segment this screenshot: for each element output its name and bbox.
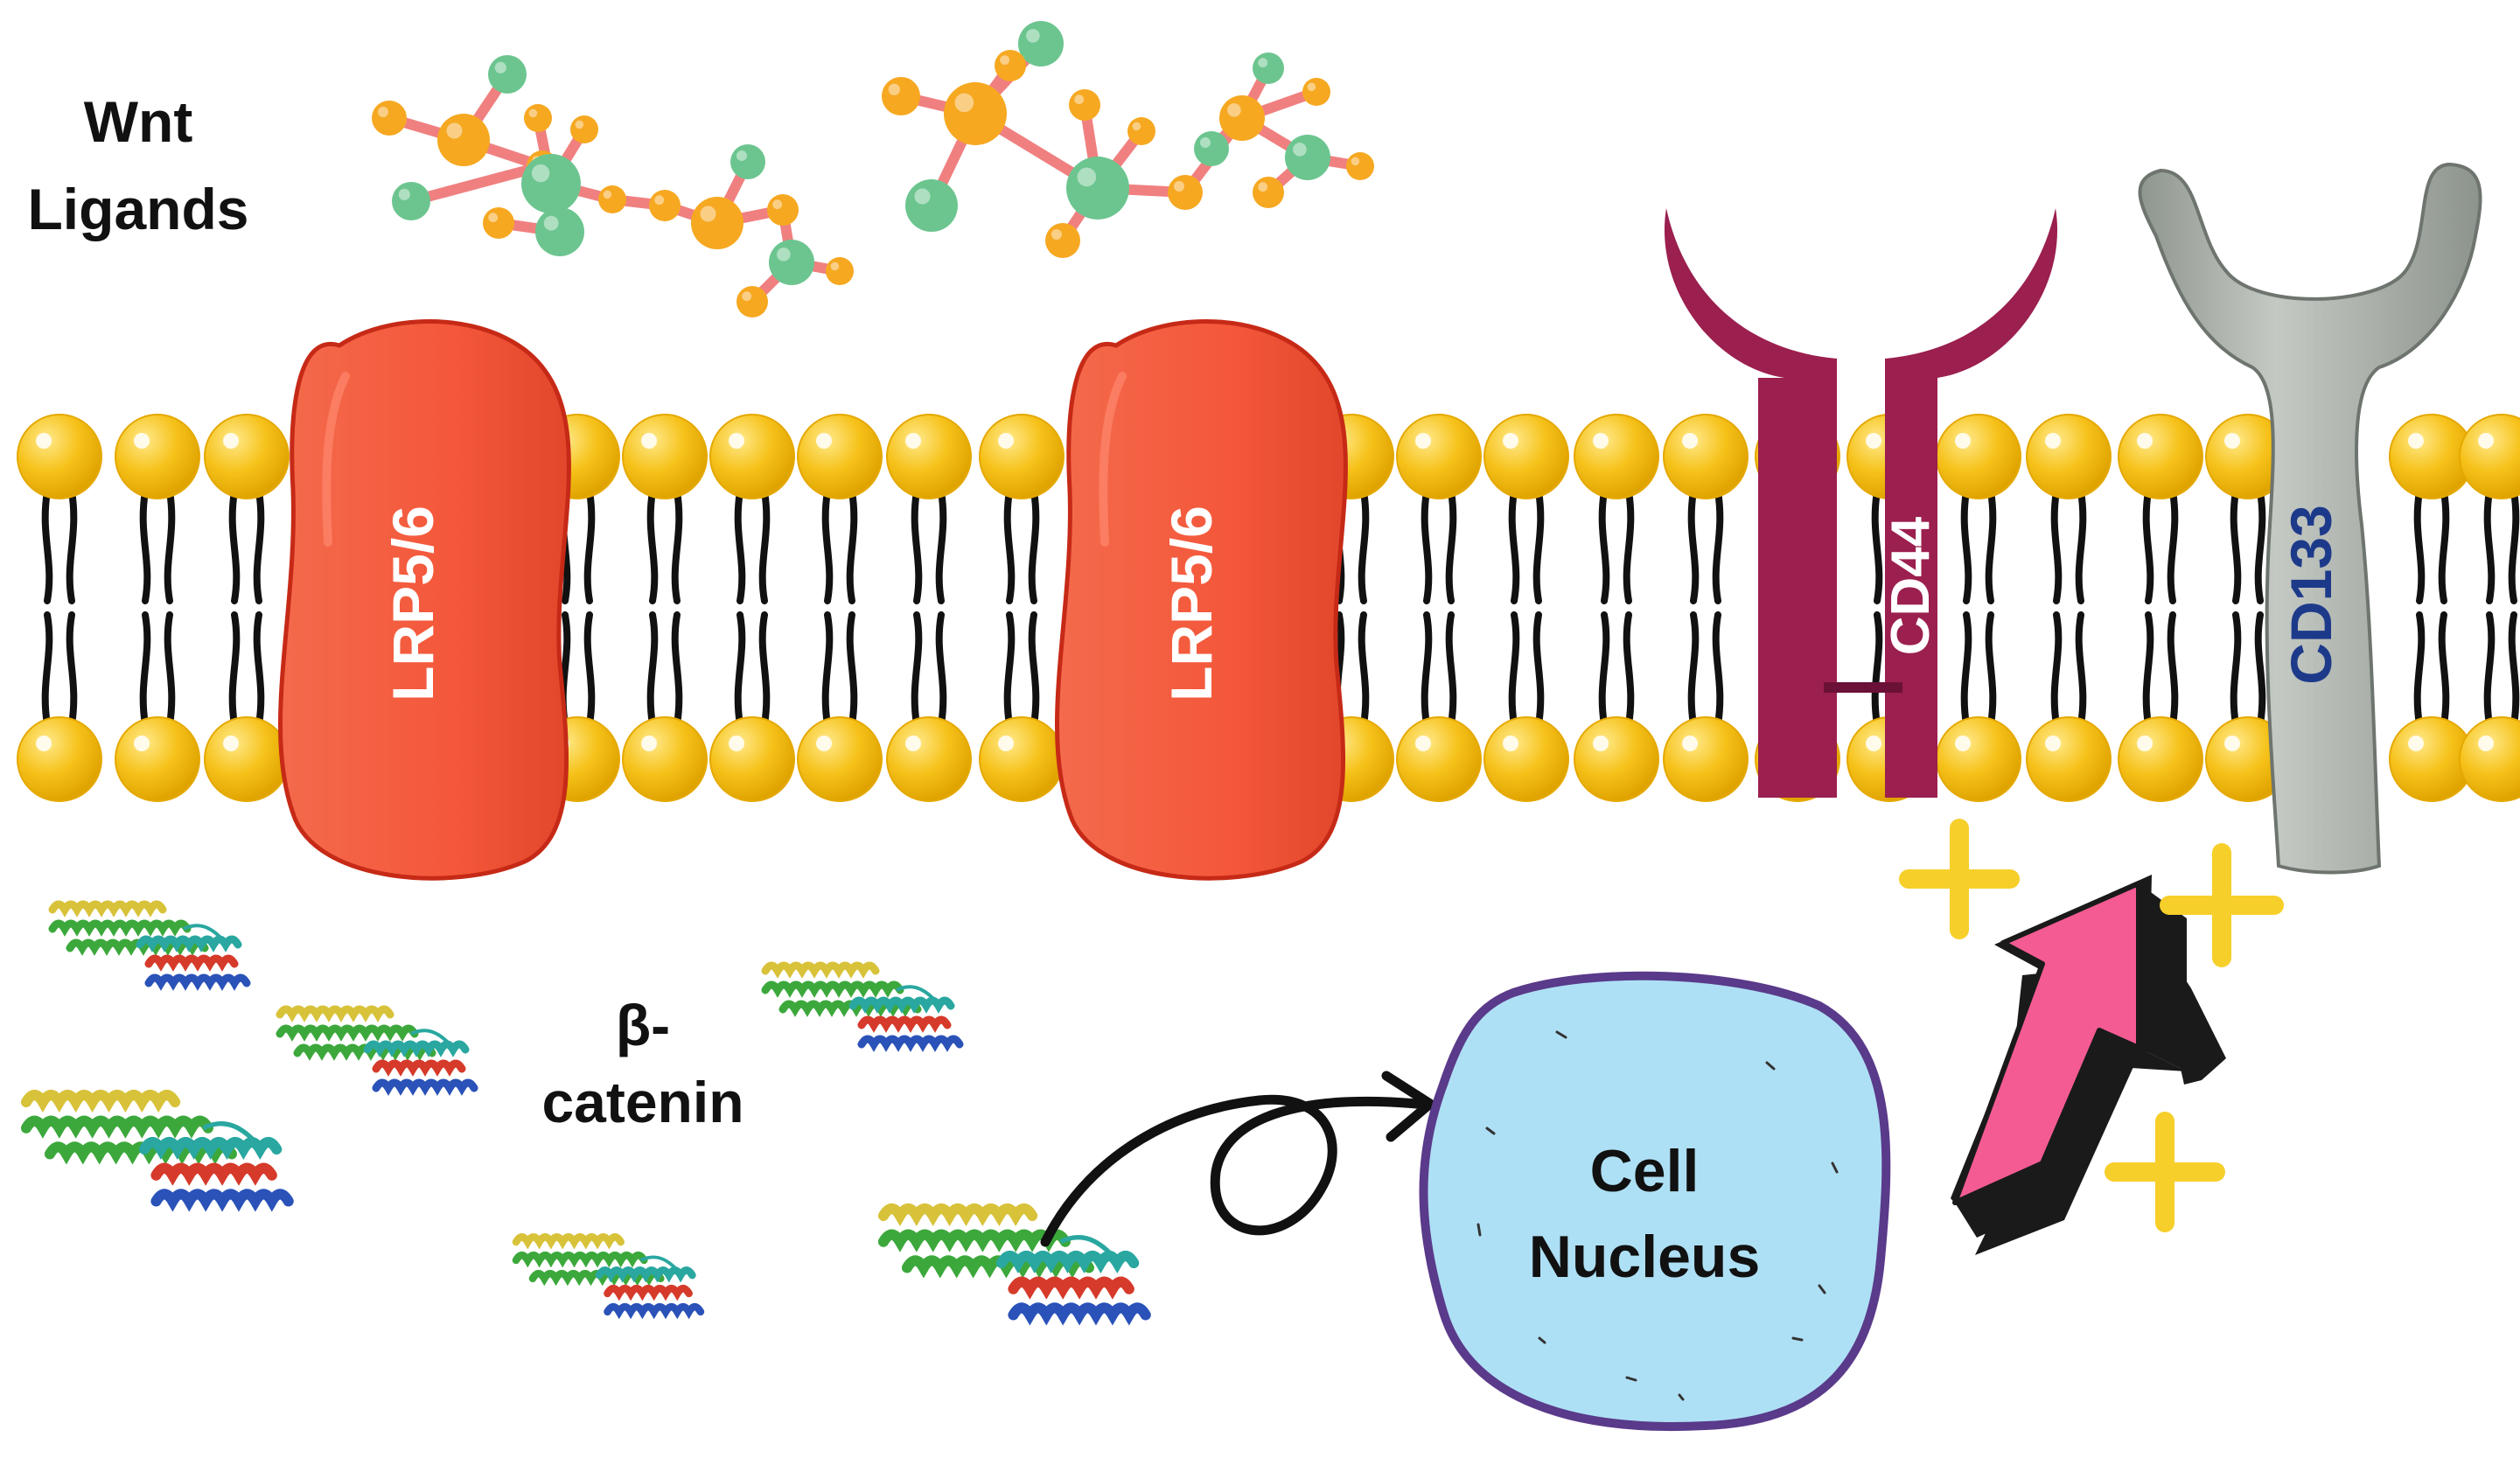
wnt-ligands-label-line2: Ligands (27, 177, 248, 241)
lipid-molecule (2118, 414, 2203, 802)
increase-plus-icons (1899, 819, 2284, 1232)
wnt-ligands-label-line1: Wnt (84, 89, 193, 154)
translocation-arrow (1040, 1071, 1435, 1247)
lipid-molecule (709, 414, 795, 802)
cd44-receptor (1664, 208, 2058, 798)
beta-catenin-ribbon (761, 961, 964, 1052)
lipid-molecule (2459, 414, 2520, 802)
lipid-molecule (622, 414, 708, 802)
lipid-molecule (797, 414, 883, 802)
wnt-molecule (372, 55, 854, 317)
plus-icon (2160, 843, 2284, 967)
cell-nucleus (1419, 971, 1891, 1432)
beta-catenin-ribbon (276, 1005, 478, 1096)
lrp-receptor-left (278, 319, 571, 881)
beta-catenin-ribbon (877, 1203, 1151, 1326)
beta-catenin-ribbon (48, 900, 251, 991)
wnt-molecule (882, 21, 1374, 258)
lipid-molecule (115, 414, 200, 802)
cd133-receptor (2138, 162, 2482, 875)
lipid-molecule (1936, 414, 2021, 802)
lipid-molecule (2389, 414, 2475, 802)
beta-catenin-ribbon (512, 1233, 705, 1320)
lipid-molecule (1663, 414, 1749, 802)
lipid-molecule (979, 414, 1065, 802)
beta-catenin-ribbon (20, 1089, 294, 1212)
lipid-molecule (1574, 414, 1659, 802)
wnt-ligand-icon (372, 21, 1374, 317)
lipid-molecule (204, 414, 290, 802)
nucleus-label-line2: Nucleus (1529, 1224, 1761, 1290)
lipid-bilayer (17, 414, 2520, 802)
cd133-label: CD133 (2279, 505, 2343, 684)
beta-catenin-protein-icon (20, 900, 1151, 1326)
lipid-molecule (17, 414, 102, 802)
beta-catenin-label-line2: catenin (541, 1070, 743, 1134)
lipid-molecule (886, 414, 972, 802)
plus-icon (2105, 1112, 2225, 1232)
nucleus-label-line1: Cell (1590, 1138, 1700, 1204)
plus-icon (1899, 819, 2020, 939)
cd44-label: CD44 (1881, 516, 1941, 655)
lrp-label-right: LRP5/6 (1159, 506, 1224, 701)
lipid-molecule (1396, 414, 1482, 802)
beta-catenin-label-line1: β- (616, 993, 670, 1057)
lrp-label-left: LRP5/6 (380, 506, 445, 701)
lrp-receptor-right (1055, 319, 1348, 881)
lipid-molecule (1483, 414, 1569, 802)
upregulation-arrow-icon (1951, 875, 2226, 1255)
lipid-molecule (2026, 414, 2112, 802)
